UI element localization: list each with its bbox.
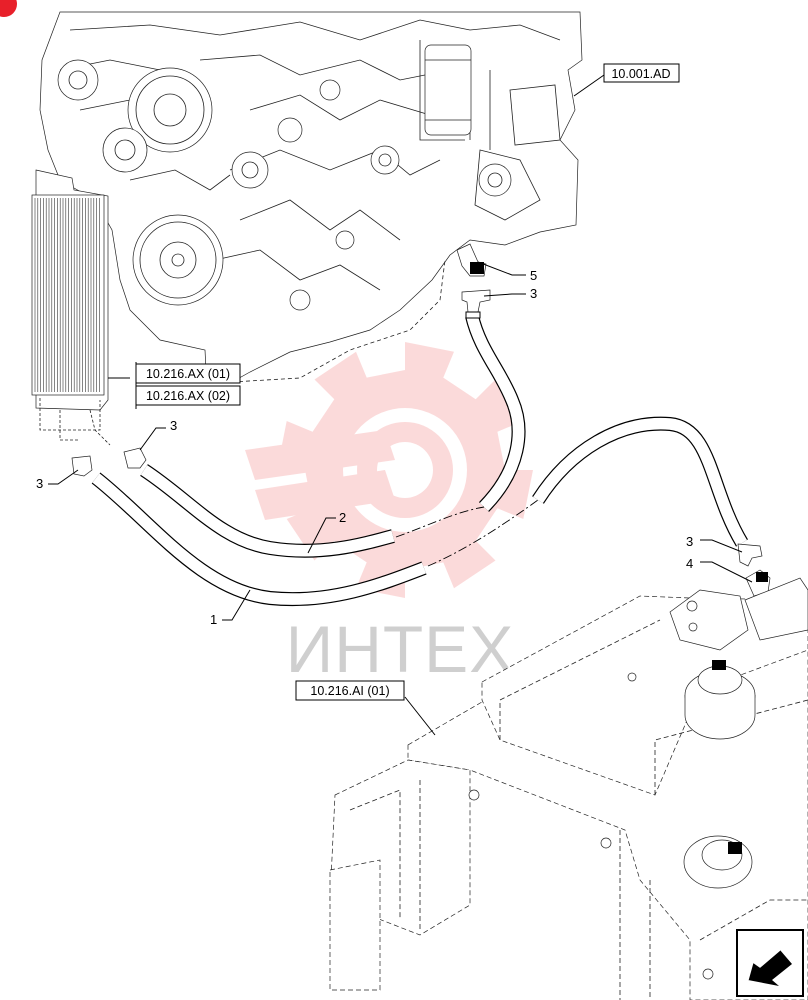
tank-illustration (329, 577, 808, 1000)
callout-1: 1 (210, 612, 217, 627)
engine-reference-label: 10.001.AD (611, 67, 670, 81)
watermark-text: ИНТЕХ (286, 612, 514, 686)
badge-icon (0, 0, 17, 17)
fittings (71, 243, 771, 597)
cooler-reference-a-label: 10.216.AX (01) (146, 367, 230, 381)
callout-4: 4 (686, 556, 693, 571)
tank-reference-label: 10.216.AI (01) (310, 684, 389, 698)
callouts: 5 3 3 3 2 1 3 4 (36, 261, 753, 627)
watermark-logo (245, 342, 533, 598)
cooler-references: 10.216.AX (01) 10.216.AX (02) (108, 362, 241, 409)
callout-3-top: 3 (530, 286, 537, 301)
cooler-reference-b-label: 10.216.AX (02) (146, 389, 230, 403)
oil-cooler (31, 169, 111, 446)
callout-3-left-upper: 3 (170, 418, 177, 433)
callout-5: 5 (530, 268, 537, 283)
cooler-fins (34, 198, 100, 392)
tank-reference: 10.216.AI (01) (295, 680, 436, 736)
engine-reference: 10.001.AD (573, 63, 680, 97)
engine-illustration (39, 11, 583, 383)
callout-2: 2 (339, 510, 346, 525)
arrow-icon[interactable] (736, 929, 804, 997)
hoses (91, 314, 749, 607)
callout-3-left-lower: 3 (36, 476, 43, 491)
callout-3-right: 3 (686, 534, 693, 549)
